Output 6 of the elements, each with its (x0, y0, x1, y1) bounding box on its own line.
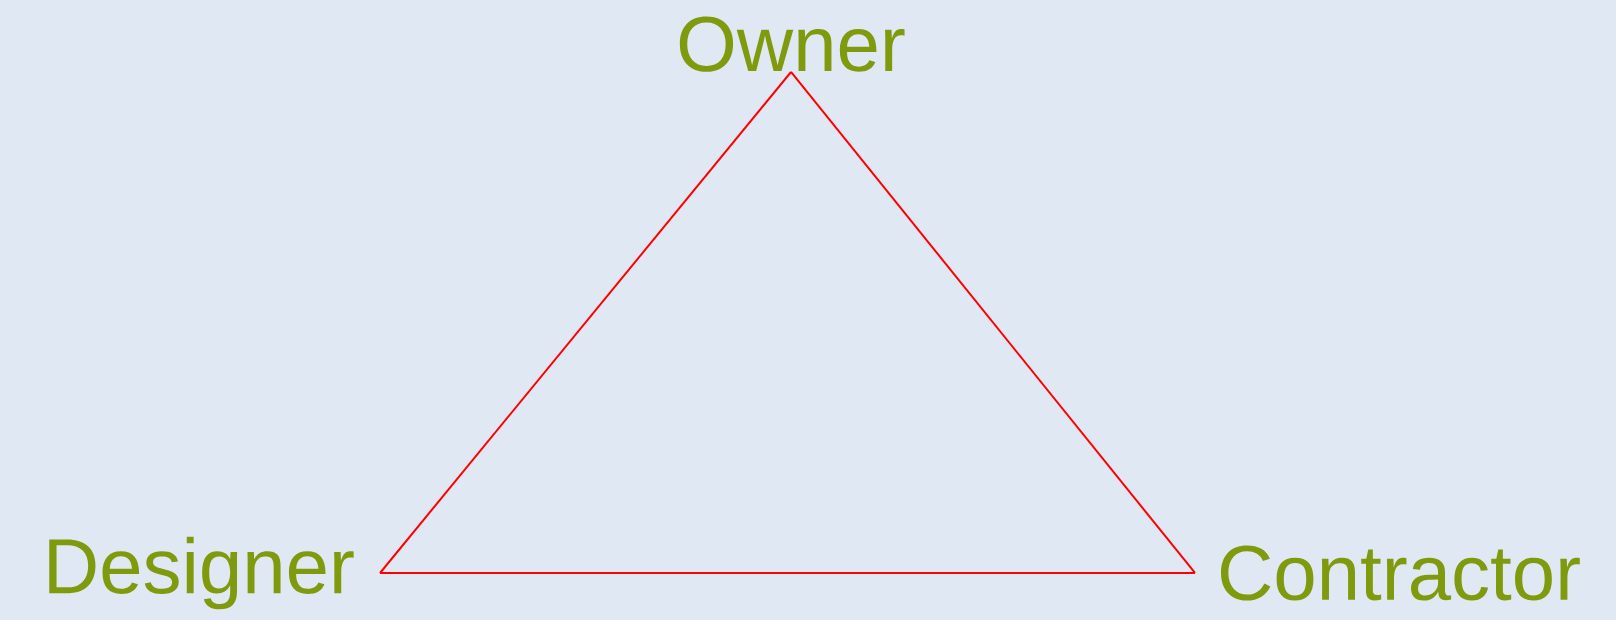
role-label: Contractor (1221, 545, 1580, 601)
role-label: Designer (49, 536, 354, 610)
triangle-side (790, 71, 1196, 574)
role-label: Owner (679, 16, 905, 72)
triangle-side (379, 572, 1196, 574)
triangle-side (379, 71, 792, 574)
